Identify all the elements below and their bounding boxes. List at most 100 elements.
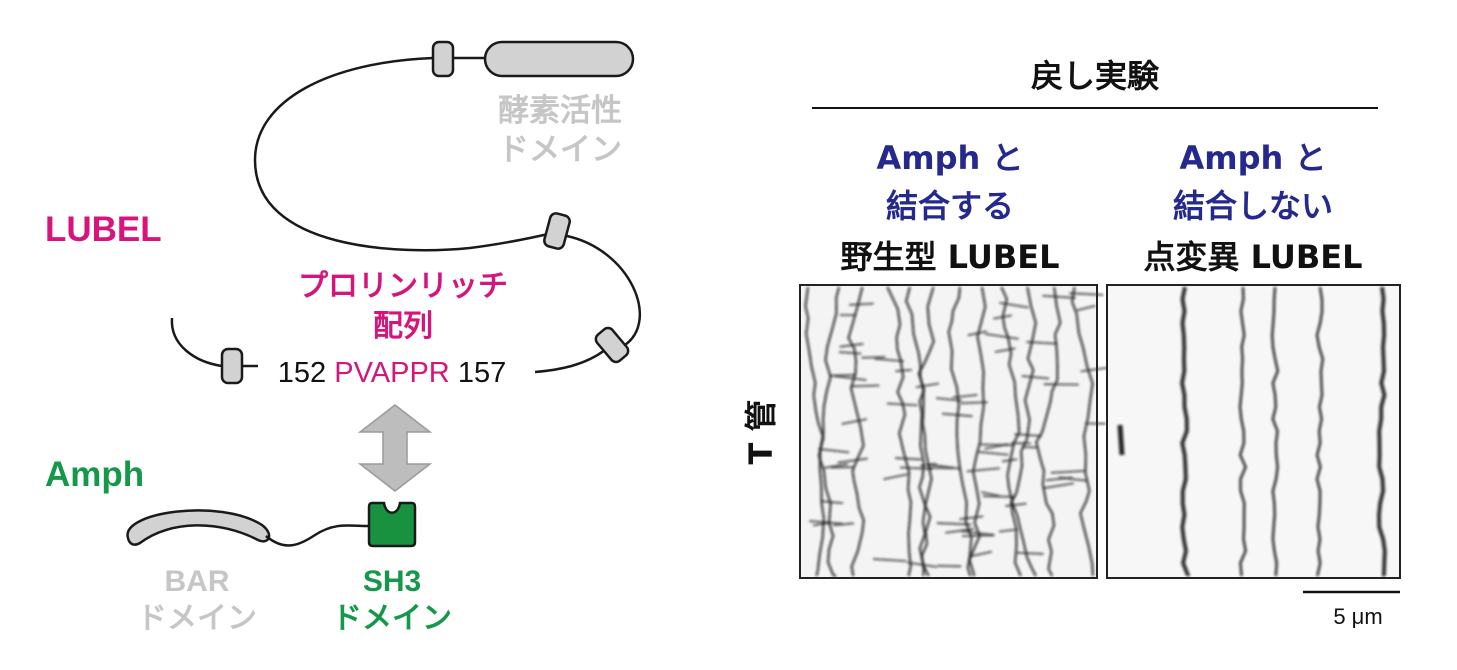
seq-start: 152	[278, 357, 326, 389]
sh3-domain-label-1: SH3	[363, 565, 421, 598]
tubule-stain	[1026, 341, 1058, 345]
tubule-stain	[1000, 286, 1037, 577]
tubule-stain	[1021, 446, 1038, 449]
tubule-stain	[966, 467, 1000, 473]
tubule-stain	[1021, 375, 1050, 380]
lubel-backbone-tail	[534, 348, 606, 374]
tubule-stain	[874, 357, 905, 363]
tubule-stain	[841, 418, 867, 425]
tubule-stain	[834, 375, 867, 382]
tubule-stain	[960, 401, 988, 405]
rescue-title: 戻し実験	[1031, 57, 1160, 95]
tubule-stain	[861, 356, 886, 359]
tubule-stain	[895, 457, 922, 461]
proline-rich-label-2: 配列	[373, 309, 433, 344]
bar-domain-label-1: BAR	[165, 565, 230, 598]
lubel-protein	[170, 56, 642, 374]
proline-rich-label-1: プロリンリッチ	[298, 269, 508, 304]
tubule-stain	[849, 302, 874, 306]
lubel-backbone-right	[566, 234, 642, 347]
tubule-stain	[820, 500, 844, 505]
tubule-stain	[850, 384, 880, 388]
tubule-stain	[1014, 433, 1042, 437]
sh3-domain-label-2: ドメイン	[332, 601, 452, 636]
tubule-stain	[839, 342, 864, 348]
tubule-stain	[999, 301, 1029, 309]
tubule-stain	[960, 530, 995, 537]
lubel-backbone-left	[170, 317, 223, 368]
tubule-stain	[920, 462, 937, 467]
sequence: 152 PVAPPR 157	[278, 357, 506, 389]
tubule-stain	[1315, 286, 1325, 577]
tubule-stain	[1050, 469, 1086, 474]
tubule-stain	[970, 550, 993, 558]
tubule-stain	[886, 402, 918, 407]
scale-bar-label: 5 μm	[1333, 604, 1382, 629]
col2-line1: Amph と	[1180, 139, 1327, 177]
tubule-stain	[899, 466, 933, 470]
tubule-stain	[883, 473, 908, 481]
tubule-stain	[984, 443, 1009, 450]
seq-motif: PVAPPR	[334, 357, 450, 389]
small-domain-mid	[543, 212, 571, 250]
bar-domain-shape	[126, 509, 271, 546]
amph-label: Amph	[45, 455, 144, 494]
col1-line2: 結合する	[886, 187, 1014, 225]
double-arrow-icon	[357, 404, 433, 492]
tubule-stain	[945, 528, 975, 534]
tubule-stain	[1180, 286, 1190, 577]
tubule-stain	[998, 528, 1018, 533]
tubule-stain	[1070, 286, 1094, 577]
tubule-stain	[1376, 286, 1387, 578]
tubule-stain	[927, 463, 962, 470]
sh3-domain-shape	[367, 501, 417, 548]
tubule-stain	[1002, 458, 1018, 463]
enzyme-domain-shape	[483, 40, 635, 78]
lubel-label: LUBEL	[45, 210, 162, 249]
tubule-stain	[847, 286, 865, 577]
tubule-stain	[1005, 502, 1027, 507]
tubule-stain	[915, 382, 940, 389]
tubule-stain	[833, 522, 854, 527]
tubule-stain	[829, 374, 857, 377]
tubule-stain	[1117, 424, 1125, 456]
tubule-stain	[936, 522, 972, 526]
small-domain-top	[431, 40, 455, 78]
tubule-stain	[917, 286, 935, 577]
small-domain-right	[594, 326, 630, 364]
tubule-stain	[872, 558, 907, 563]
tubule-stain	[1009, 286, 1037, 577]
tubule-stain	[979, 443, 1014, 447]
tubule-stain	[1042, 294, 1076, 299]
col1-line1: Amph と	[877, 139, 1024, 177]
tubule-stain	[952, 394, 978, 399]
tubule-stain	[993, 314, 1012, 320]
tubule-stain	[1076, 304, 1096, 312]
tubule-stain	[967, 330, 988, 337]
tubule-stain	[907, 561, 938, 568]
enzyme-domain-label-1: 酵素活性	[498, 93, 622, 129]
tubule-stain	[1270, 286, 1280, 577]
tubule-stain	[837, 457, 868, 464]
tubule-stain	[895, 368, 912, 373]
tubule-stain	[809, 520, 843, 525]
tubule-stain	[981, 491, 1000, 497]
seq-end: 157	[458, 357, 506, 389]
tubule-stain	[942, 412, 973, 418]
tubule-stain	[1238, 286, 1247, 577]
lubel-backbone-loop	[253, 56, 558, 252]
tubule-stain	[1058, 476, 1088, 482]
tubule-stain	[839, 351, 862, 355]
tubule-stain	[1042, 482, 1075, 490]
amph-linker	[265, 524, 369, 547]
col2-line3: 点変異 LUBEL	[1143, 238, 1362, 276]
t-tubule-label: T 管	[742, 400, 780, 465]
tubule-stain	[886, 286, 913, 577]
tubule-stain	[937, 564, 962, 568]
tubule-stain	[818, 448, 850, 454]
tubule-stain	[984, 333, 1019, 340]
micrograph-wildtype	[799, 284, 1116, 579]
tubule-stain	[815, 286, 841, 577]
col1-line3: 野生型 LUBEL	[840, 238, 1059, 276]
